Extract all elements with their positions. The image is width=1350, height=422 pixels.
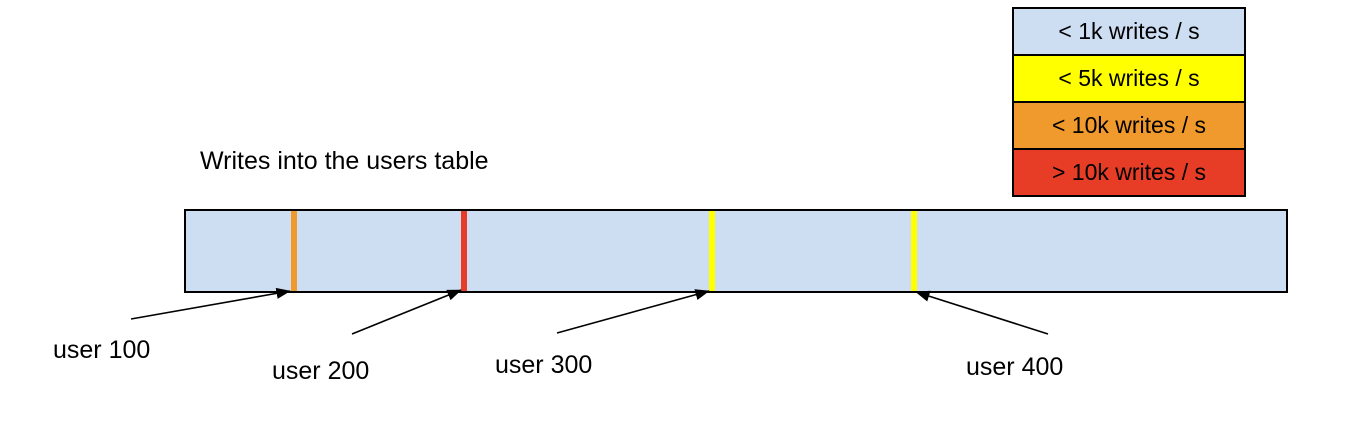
legend-label-lt-1k: < 1k writes / s	[1058, 18, 1200, 44]
hotspot-stripe-user-400	[911, 211, 917, 291]
legend-label-gt-10k: > 10k writes / s	[1051, 159, 1207, 185]
legend-item-lt-10k: < 10k writes / s	[1012, 101, 1246, 150]
arrow-user-300	[556, 289, 710, 334]
arrow-user-200	[351, 289, 462, 335]
legend-label-lt-5k: < 5k writes / s	[1058, 65, 1200, 91]
diagram-title: Writes into the users table	[200, 147, 489, 175]
label-user-200: user 200	[272, 357, 370, 385]
hotspot-stripe-user-300	[709, 211, 715, 291]
label-user-100: user 100	[53, 336, 151, 364]
label-user-400: user 400	[966, 353, 1064, 381]
arrow-user-400	[915, 290, 1049, 335]
legend-item-lt-1k: < 1k writes / s	[1012, 7, 1246, 56]
hotspot-stripe-user-100	[291, 211, 297, 291]
legend-item-lt-5k: < 5k writes / s	[1012, 54, 1246, 103]
legend-label-lt-10k: < 10k writes / s	[1051, 112, 1207, 138]
users-table-bar	[184, 209, 1288, 293]
arrow-user-100	[130, 287, 291, 320]
hotspot-stripe-user-200	[461, 211, 467, 291]
legend-item-gt-10k: > 10k writes / s	[1012, 148, 1246, 197]
legend: < 1k writes / s < 5k writes / s < 10k wr…	[1012, 7, 1246, 197]
label-user-300: user 300	[495, 351, 593, 379]
